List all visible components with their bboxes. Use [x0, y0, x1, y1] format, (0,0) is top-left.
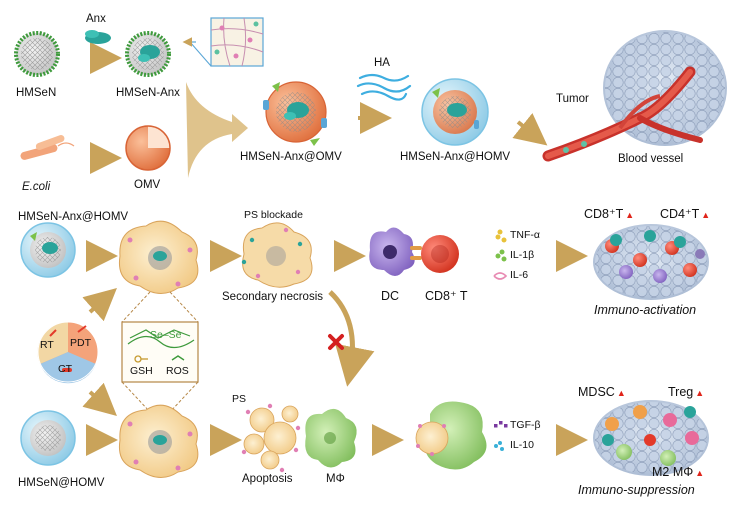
suppressed-tumor-tissue	[593, 400, 709, 476]
ros-icon	[171, 355, 185, 361]
label-ros: ROS	[166, 365, 189, 377]
label-se-se: Se–Se	[150, 329, 182, 341]
label-hmsen-anx: HMSeN-Anx	[116, 87, 180, 99]
label-hmsen-anx-homv: HMSeN-Anx@HOMV	[400, 151, 511, 163]
label-rt: RT	[40, 339, 54, 351]
up-arrow-icon: ▲	[625, 210, 635, 220]
up-arrow-icon: ▲	[695, 468, 705, 478]
il1b-icon	[495, 249, 507, 262]
label-tnf: TNF-α	[510, 229, 540, 241]
engulfing-macrophage	[415, 401, 487, 470]
label-ct: CT	[58, 363, 72, 375]
label-pdt: PDT	[70, 337, 91, 349]
label-m2: M2 MΦ▲	[652, 465, 705, 479]
label-ha: HA	[374, 57, 390, 69]
label-immuno-activation: Immuno-activation	[594, 303, 697, 317]
label-cd8-t: CD8⁺ T	[425, 289, 468, 303]
blood-vessel	[542, 66, 703, 162]
up-arrow-icon: ▲	[701, 210, 711, 220]
label-anx: Anx	[86, 13, 106, 25]
label-tgf: TGF-β	[510, 419, 541, 431]
row3-homv-particle	[20, 410, 76, 466]
converge-arrow	[186, 82, 248, 178]
up-arrow-icon: ▲	[616, 388, 626, 398]
inset-lattice	[127, 329, 195, 349]
row3-tumor-cell	[118, 404, 199, 478]
label-il10: IL-10	[510, 439, 534, 451]
anx-protein-icon	[85, 30, 111, 44]
ha-strands	[356, 73, 412, 101]
row2-homv-particle	[20, 222, 76, 278]
membrane-inset	[182, 17, 264, 67]
apoptotic-bodies	[241, 403, 301, 473]
hmsen-anx-omv-particle	[263, 81, 327, 146]
label-treg: Treg▲	[668, 385, 705, 399]
label-apoptosis: Apoptosis	[242, 473, 293, 485]
label-hmsen: HMSeN	[16, 87, 57, 99]
label-il6: IL-6	[510, 269, 529, 281]
label-hmsen-anx-omv: HMSeN-Anx@OMV	[240, 151, 342, 163]
up-arrow-icon: ▲	[695, 388, 705, 398]
treatment-pie	[37, 321, 99, 384]
label-mdsc: MDSC▲	[578, 385, 626, 399]
label-hmsen-homv: HMSeN@HOMV	[18, 477, 105, 489]
label-omv: OMV	[134, 179, 161, 191]
il6-icon	[493, 272, 508, 280]
label-cd8t-up: CD8⁺T▲	[584, 207, 635, 221]
dendritic-cell	[369, 227, 422, 276]
omv-vesicle	[125, 125, 171, 171]
hmsen-anx-homv-particle	[421, 78, 489, 146]
label-tumor: Tumor	[556, 93, 589, 105]
row2-tumor-cell	[118, 220, 199, 294]
label-ecoli: E.coli	[22, 181, 51, 193]
label-ps: PS	[232, 393, 247, 405]
label-macrophage: MΦ	[326, 473, 345, 485]
label-dc: DC	[381, 289, 400, 303]
label-gsh: GSH	[130, 365, 153, 377]
blocked-arrow	[328, 290, 375, 387]
ecoli-bacteria	[20, 135, 75, 160]
hmsen-particle	[14, 31, 60, 77]
necrotic-cell	[241, 222, 313, 288]
activated-tumor-tissue	[593, 224, 709, 300]
label-immuno-suppression: Immuno-suppression	[578, 483, 695, 497]
label-secondary-necrosis: Secondary necrosis	[222, 291, 323, 303]
se-se-inset	[121, 321, 199, 383]
label-ps-blockade: PS blockade	[244, 209, 303, 221]
cd8-t-cell	[421, 235, 459, 273]
label-il1b: IL-1β	[510, 249, 535, 261]
tnf-icon	[495, 229, 507, 243]
label-cd4t-up: CD4⁺T▲	[660, 207, 711, 221]
il10-icon	[494, 441, 504, 451]
hmsen-anx-particle	[125, 31, 171, 77]
label-blood-vessel: Blood vessel	[618, 153, 684, 165]
macrophage	[305, 408, 357, 468]
blocked-x-icon	[328, 334, 344, 350]
tgf-icon	[494, 421, 508, 428]
gsh-icon	[134, 355, 148, 363]
label-row2-title: HMSeN-Anx@HOMV	[18, 211, 129, 223]
